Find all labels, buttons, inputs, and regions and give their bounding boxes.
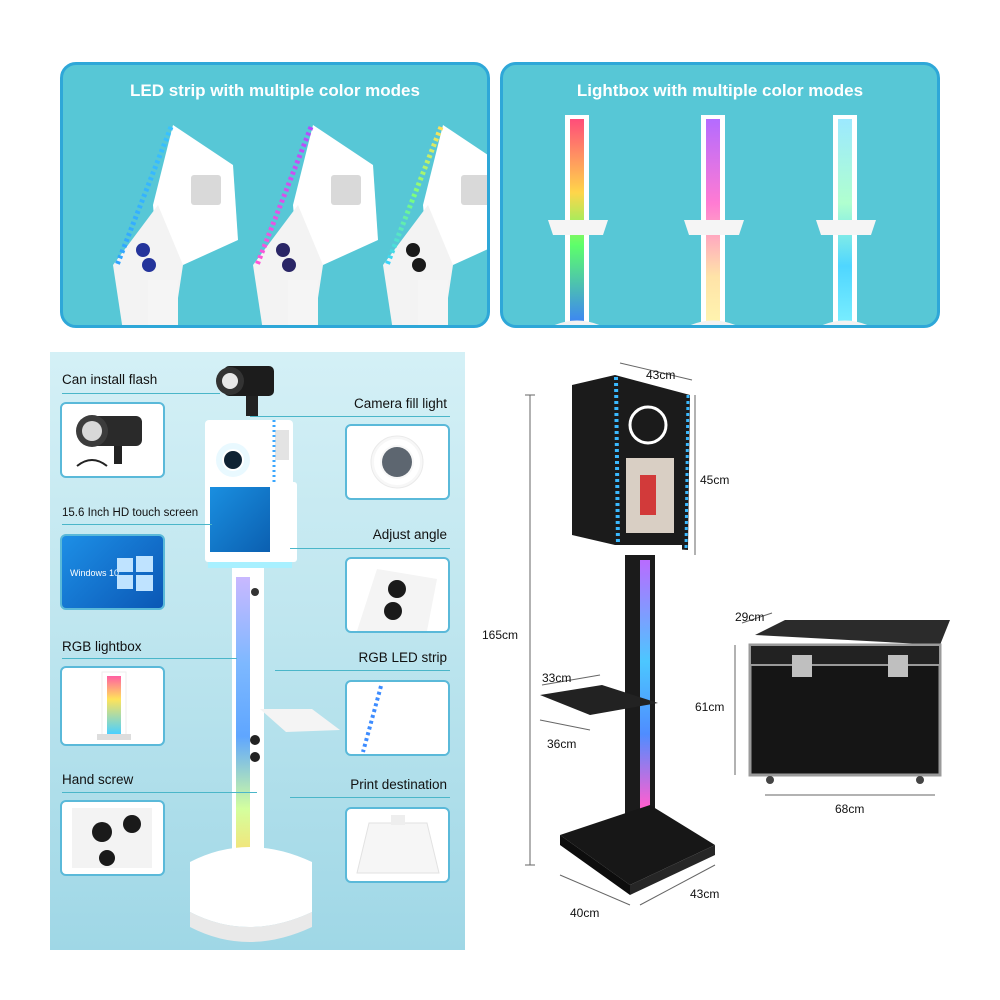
flash-unit-thumbnail xyxy=(60,402,165,478)
flight-case xyxy=(748,620,950,784)
windows-screen-thumbnail: Windows 10 xyxy=(60,534,165,610)
knob-icon xyxy=(72,808,152,868)
feature-panel: Can install flash Camera fill light 15.6… xyxy=(50,352,465,950)
dim-shelf-width: 36cm xyxy=(547,737,577,751)
rgb-led-strip-line xyxy=(275,670,450,671)
led-strip-illustration xyxy=(113,125,487,325)
led-unit-rainbow xyxy=(383,125,487,325)
lightbox-unit-3 xyxy=(816,115,876,325)
flash-callout-line xyxy=(62,393,220,394)
rgb-lightbox-callout: RGB lightbox xyxy=(62,639,142,654)
dim-case-width: 68cm xyxy=(835,802,865,816)
camera-fill-light-line xyxy=(250,416,450,417)
adjust-angle-line xyxy=(290,548,450,549)
lightbox-panel: Lightbox with multiple color modes xyxy=(500,62,940,328)
flash-callout: Can install flash xyxy=(62,372,158,387)
dim-head-height: 45cm xyxy=(700,473,730,487)
white-booth-illustration xyxy=(190,366,340,942)
dim-head-width: 43cm xyxy=(646,368,676,382)
camera-fill-light-thumbnail xyxy=(345,424,450,500)
lightbox-unit-2 xyxy=(684,115,744,325)
led-strip-title: LED strip with multiple color modes xyxy=(130,81,420,100)
lightbox-unit-1 xyxy=(548,115,608,325)
hand-screw-callout: Hand screw xyxy=(62,772,134,787)
rgb-lightbox-thumbnail xyxy=(60,666,165,746)
dim-case-depth: 29cm xyxy=(735,610,765,624)
adjust-angle-callout: Adjust angle xyxy=(372,527,447,542)
dim-case-height: 61cm xyxy=(695,700,725,714)
led-unit-purple xyxy=(253,125,378,325)
rgb-lightbox-line xyxy=(62,658,237,659)
flash-unit-icon xyxy=(76,415,142,467)
print-destination-line xyxy=(290,797,450,798)
led-strip-panel: LED strip with multiple color modes xyxy=(60,62,490,328)
ring-light-icon xyxy=(370,435,424,489)
touch-screen-callout: 15.6 Inch HD touch screen xyxy=(62,507,199,519)
adjust-angle-thumbnail xyxy=(345,557,450,633)
rgb-led-strip-thumbnail xyxy=(345,680,450,756)
dim-total-height: 165cm xyxy=(482,628,519,642)
rgb-led-strip-callout: RGB LED strip xyxy=(358,650,447,665)
lightbox-title: Lightbox with multiple color modes xyxy=(576,81,864,100)
print-destination-thumbnail xyxy=(345,807,450,883)
hand-screw-line xyxy=(62,792,257,793)
led-unit-blue xyxy=(113,125,238,325)
windows-label: Windows 10 xyxy=(70,568,120,578)
hand-screw-thumbnail xyxy=(60,800,165,876)
windows-logo-icon xyxy=(117,556,153,591)
black-booth-illustration xyxy=(525,362,950,906)
print-destination-callout: Print destination xyxy=(350,777,447,792)
lightbox-illustration xyxy=(548,115,876,325)
dim-base-width: 40cm xyxy=(570,906,600,920)
touch-screen-line xyxy=(62,524,212,525)
dim-shelf-depth: 33cm xyxy=(542,671,572,685)
dim-base-depth: 43cm xyxy=(690,887,720,901)
camera-fill-light-callout: Camera fill light xyxy=(353,396,447,411)
